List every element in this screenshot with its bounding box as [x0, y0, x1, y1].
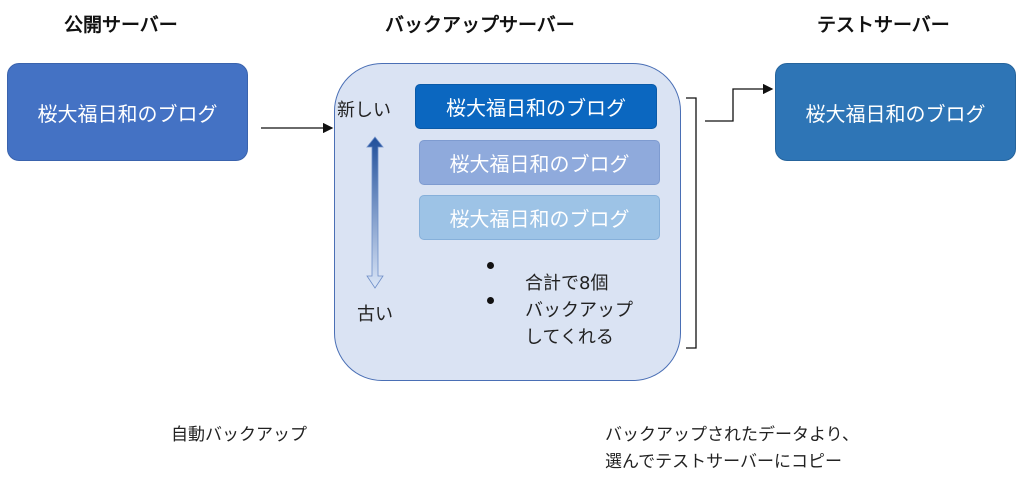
- backup-note-line: 合計で8個: [525, 273, 609, 294]
- backup-copy-label: 桜大福日和のブログ: [446, 96, 626, 120]
- backup-note-line: してくれる: [525, 327, 614, 348]
- public-server-label: 桜大福日和のブログ: [37, 101, 218, 126]
- auto-backup-caption: 自動バックアップ: [171, 425, 307, 445]
- backup-note-line: バックアップ: [525, 300, 633, 321]
- copy-caption-line: 選んでテストサーバーにコピー: [605, 452, 842, 472]
- backup-note: 合計で8個 バックアップ してくれる: [525, 270, 633, 351]
- backup-copy-older: 桜大福日和のブログ: [419, 195, 660, 240]
- test-server-heading: テストサーバー: [817, 14, 950, 36]
- older-label: 古い: [357, 304, 393, 325]
- public-server-box: 桜大福日和のブログ: [7, 63, 248, 161]
- newer-label: 新しい: [337, 100, 391, 121]
- public-server-heading: 公開サーバー: [64, 14, 178, 36]
- bullet-dot: [487, 262, 494, 269]
- newer-older-double-arrow: [366, 136, 384, 289]
- bullet-dot: [487, 297, 494, 304]
- backup-server-heading: バックアップサーバー: [385, 14, 575, 36]
- copy-caption-line: バックアップされたデータより、: [605, 425, 859, 445]
- backup-copy-label: 桜大福日和のブログ: [449, 207, 630, 231]
- backup-copy-middle: 桜大福日和のブログ: [419, 140, 660, 185]
- test-server-box: 桜大福日和のブログ: [775, 63, 1016, 161]
- backup-selection-bracket: [686, 97, 697, 349]
- backup-copy-newest: 桜大福日和のブログ: [415, 84, 657, 129]
- copy-caption: バックアップされたデータより、 選んでテストサーバーにコピー: [605, 422, 859, 476]
- backup-copy-label: 桜大福日和のブログ: [449, 152, 630, 176]
- test-server-label: 桜大福日和のブログ: [805, 101, 986, 126]
- backup-to-test-arrow: [705, 83, 774, 122]
